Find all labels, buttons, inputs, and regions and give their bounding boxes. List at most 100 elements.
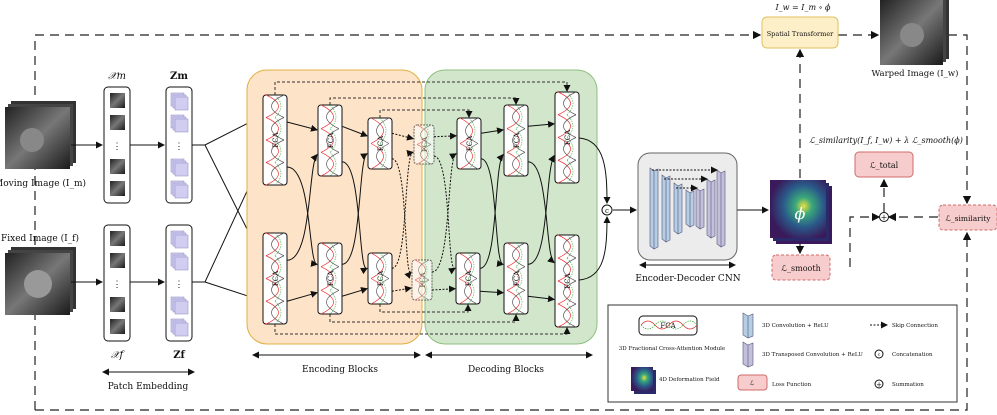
loss-formula: ℒ_similarity(I_f, I_w) + λ ℒ_smooth(ϕ) [809,136,963,145]
fca-connection [431,153,457,273]
fca-connection [341,161,368,275]
fca-connection [286,166,318,267]
fca-label: FCA [466,135,474,151]
conv-layer [661,174,671,243]
legend-skip-label: Skip Connection [892,323,938,329]
patch-thumbnail [110,231,125,246]
legend-sum-label: Summation [892,382,924,388]
legend-fca-tag: FCA [660,322,676,330]
fca-label: FCA [513,132,521,148]
patch-thumbnail [110,253,125,268]
fca-label: FCA [272,131,280,147]
spatial-formula: I_w = I_m ∘ ϕ [774,3,831,12]
fca-block-top-5: FCA [456,117,482,170]
transposed-conv-layer [706,178,716,239]
deformation-field [770,180,832,244]
fca-block-bottom-3: FCA [367,252,393,305]
patch-column-x-fixed: ⋮ [103,224,131,342]
fca-label: FCA [272,270,280,286]
fca-connection [479,288,504,296]
patch-token [174,118,189,133]
warped-image [880,0,949,65]
fca-connection [527,295,555,303]
fca-block-bottom-2: FCA [317,242,343,315]
fca-label: FCA [465,270,473,286]
legend-sum-icon [874,379,884,389]
legend-deformation-label: 4D Deformation Field [659,377,720,383]
patch-thumbnail [110,93,125,108]
ellipsis: ⋮ [175,142,184,152]
fca-connection [286,121,318,132]
fca-label: FCA [377,270,385,286]
patch-thumbnail [110,181,125,196]
ellipsis: ⋮ [175,280,184,290]
transposed-conv-layer [695,187,705,230]
legend-sum-symbol: + [876,381,882,389]
fca-connection [341,153,368,265]
decoding-blocks-label: Decoding Blocks [468,365,544,375]
patch-token [174,96,189,111]
fca-connection [341,125,368,137]
fca-label: FCA [419,271,427,287]
summation-node [879,212,889,222]
loss-similarity-label: ℒ_similarity [945,214,991,223]
patch-column-z-fixed: ⋮ [165,224,193,342]
patch-token [174,322,189,337]
fca-block-bottom-1: FCA [262,232,288,325]
concatenation-symbol: c [605,207,609,215]
fixed-image [5,247,76,315]
concatenation-node [601,204,613,216]
fca-block-bottom-4: FCA [411,259,433,301]
xf-label: 𝒳f [111,350,126,361]
zf-label: Zf [173,350,185,361]
skip-connection [379,109,473,118]
loss-similarity-box [938,204,997,231]
moving-image [5,101,76,169]
fca-label: FCA [564,129,572,145]
fca-connection [391,150,414,269]
fca-connection [479,153,504,269]
skip-connection [379,304,472,313]
legend-concat-icon [874,349,884,359]
fca-label: FCA [377,135,385,151]
fca-connection [480,127,504,135]
fca-connection [527,161,555,264]
legend-fca-label: 3D Fractional Cross-Attention Module [619,346,725,352]
zm-label: Zm [170,71,188,82]
fca-connection [433,132,457,140]
patch-thumbnail [110,297,125,312]
fca-block-top-6: FCA [503,104,529,177]
conv-layer [673,182,683,235]
fca-connection [431,285,456,293]
patch-token [174,184,189,199]
fca-label: FCA [513,270,521,286]
legend-concat-label: Concatenation [892,352,933,358]
xm-label: 𝒳m [108,71,126,82]
transposed-conv-layer [716,169,726,248]
legend-tconv-label: 3D Transposed Convolution + ReLU [762,352,863,358]
fca-label: FCA [564,272,572,288]
fca-connection [433,155,456,275]
spatial-transformer-label: Spatial Transformer [767,30,834,38]
fca-label: FCA [327,270,335,286]
fca-connection [527,120,555,128]
patch-token [174,300,189,315]
fca-block-top-7: FCA [554,91,580,184]
patch-thumbnail [110,115,125,130]
conv-layer [685,189,695,228]
phi-symbol: ϕ [795,204,806,223]
skip-connection [329,97,520,105]
fca-connection [391,158,412,279]
patch-thumbnail [110,159,125,174]
patch-token [174,256,189,271]
legend-deformation-swatch [631,367,656,394]
loss-smooth-box [771,254,831,281]
cnn-label: Encoder-Decoder CNN [635,274,740,284]
fca-block-bottom-6: FCA [503,242,529,315]
moving-image-label: Moving Image (I_m) [0,178,86,189]
loss-smooth-label: ℒ_smooth [781,264,820,273]
fca-block-bottom-7: FCA [554,234,580,328]
legend-fca-swatch [638,315,698,336]
legend-concat-symbol: c [878,352,881,358]
